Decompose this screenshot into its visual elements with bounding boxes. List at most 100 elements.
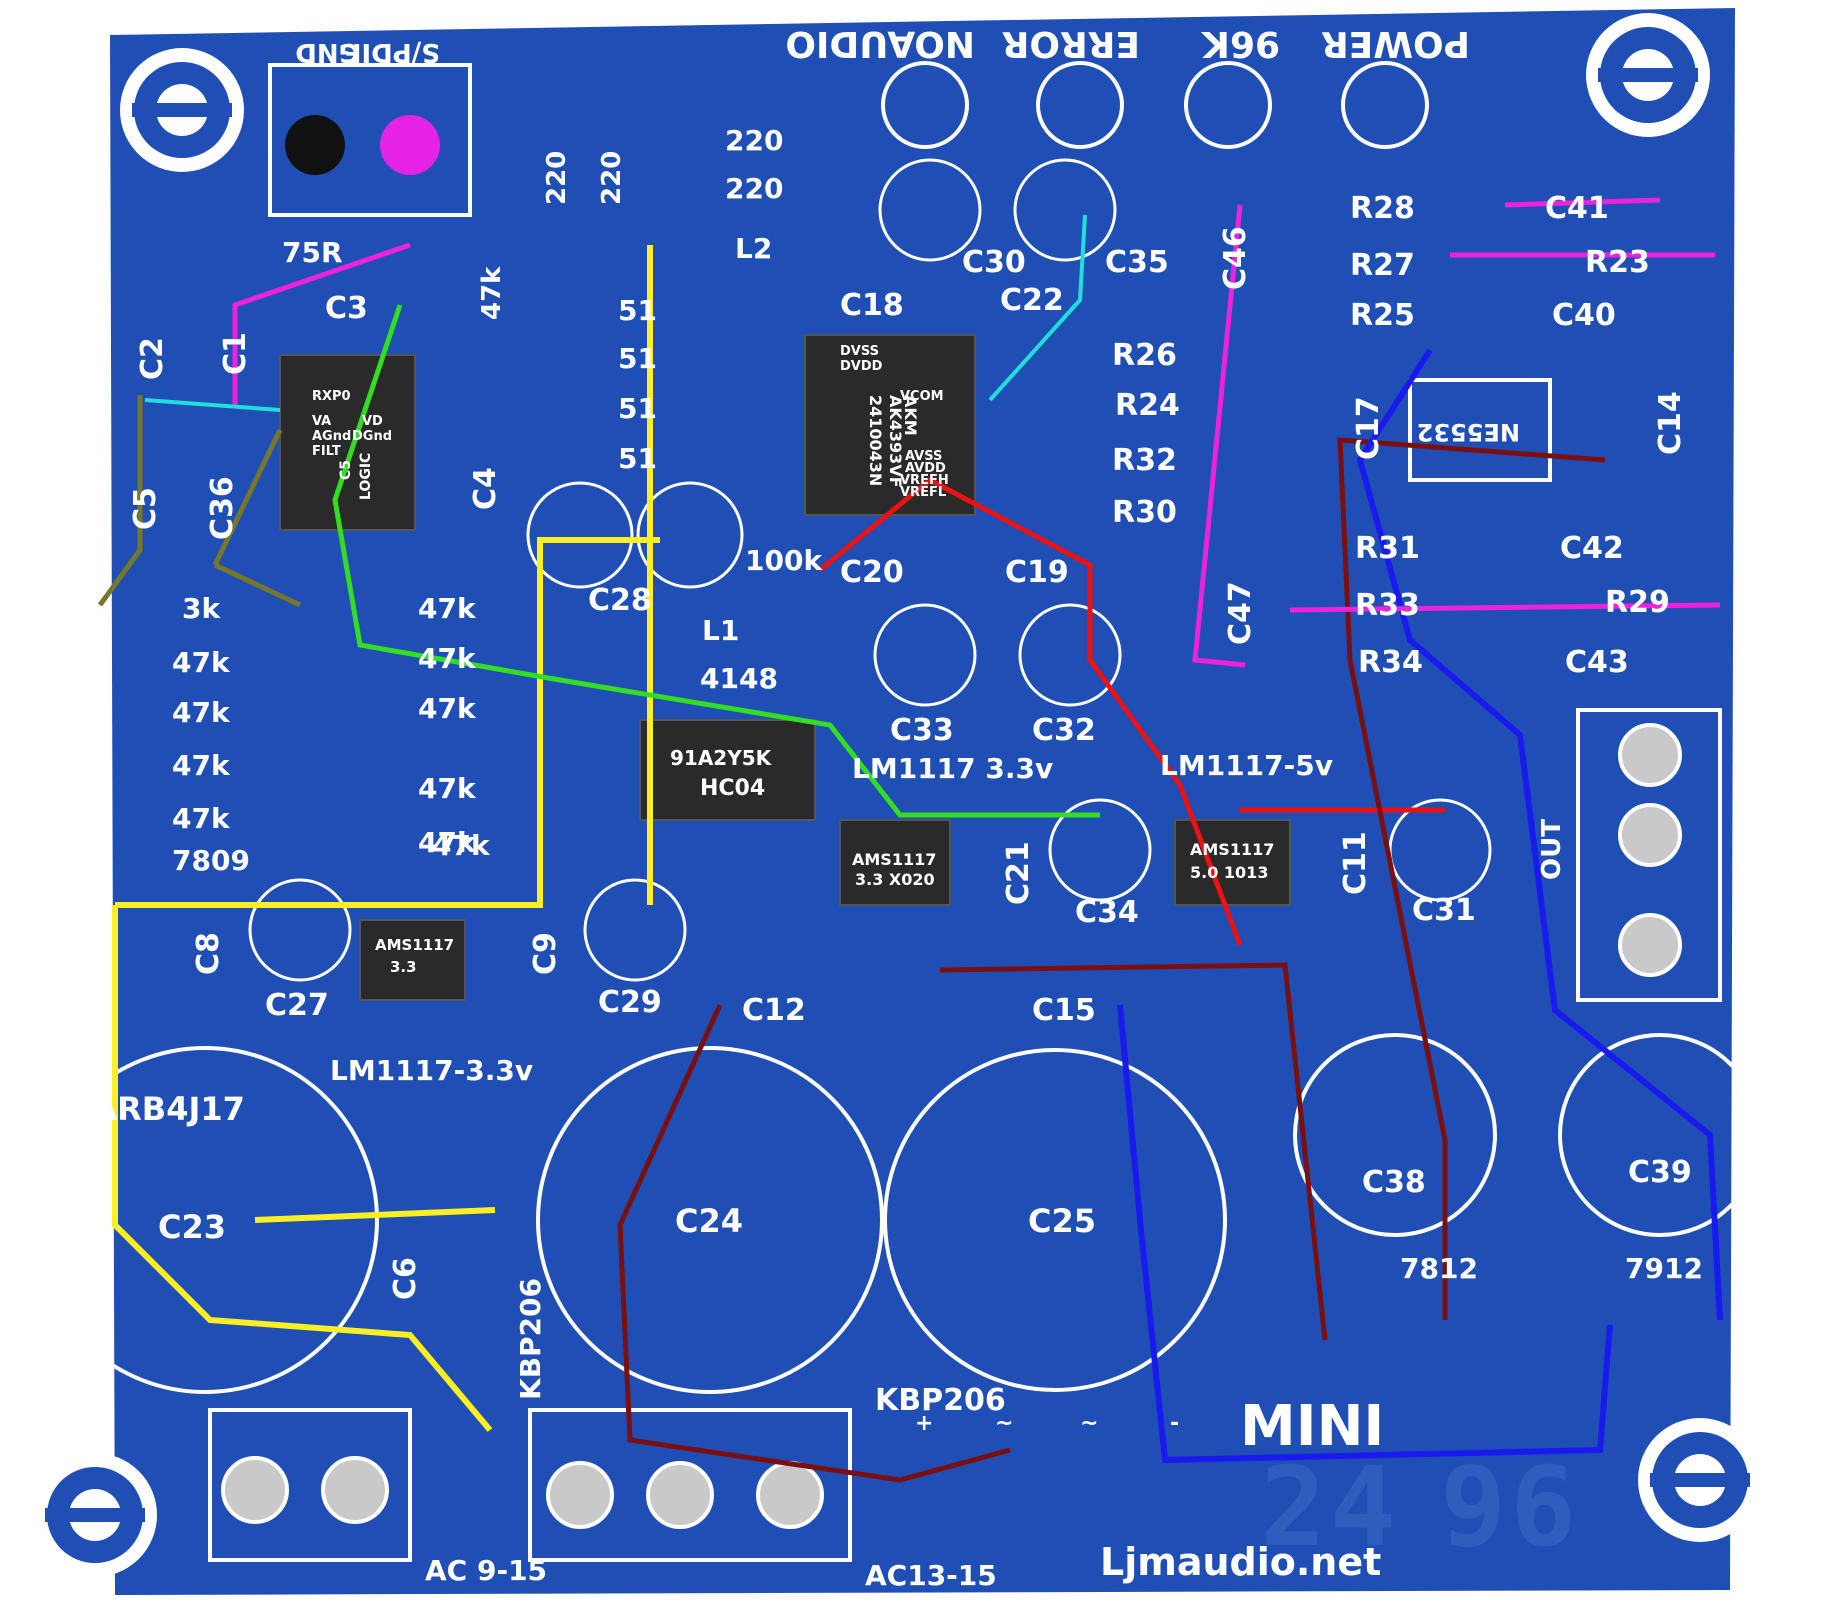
- error-label: ERROR: [1002, 23, 1140, 64]
- value-51-a: 51: [618, 294, 657, 327]
- res-label-r25: R25: [1350, 298, 1415, 333]
- cap-c38-outline: [1293, 1033, 1497, 1237]
- res-label-r27: R27: [1350, 248, 1415, 283]
- cap-label-c35: C35: [1105, 245, 1169, 280]
- cap-label-c18: C18: [840, 288, 904, 323]
- website-label: Ljmaudio.net: [1100, 1540, 1381, 1584]
- reg-title-7809: 7809: [172, 844, 250, 877]
- power-label: POWER: [1321, 23, 1470, 64]
- value-51-b: 51: [618, 342, 657, 375]
- power-in-ac-right: AC13-15: [865, 1559, 997, 1592]
- reg-3v3a-marking-2: 3.3 X020: [855, 870, 935, 889]
- noaudio-label: NOAUDIO: [785, 23, 975, 64]
- cap-label-c21: C21: [1001, 841, 1036, 905]
- res-label-r30: R30: [1112, 495, 1177, 530]
- reg-3v3a-marking: AMS1117: [852, 850, 936, 869]
- status-leds: [881, 61, 1429, 149]
- cap-label-c28: C28: [588, 583, 652, 618]
- cap-label-c6: C6: [388, 1257, 423, 1300]
- dac-pin-dvss: DVSS: [840, 344, 879, 359]
- rect-mark-plus: +: [915, 1411, 933, 1436]
- cap-label-c1: C1: [218, 332, 253, 375]
- mounting-hole-bl: [33, 1453, 157, 1577]
- dac-pin-vcom: VCOM: [900, 389, 944, 404]
- value-l2: L2: [735, 232, 772, 265]
- value-51-c: 51: [618, 392, 657, 425]
- rect-mark-minus: -: [1170, 1411, 1179, 1436]
- cap-label-c36: C36: [205, 476, 240, 540]
- res-label-r29: R29: [1605, 585, 1670, 620]
- reg-title-5v: LM1117-5v: [1160, 749, 1333, 782]
- regulator-5v: [1174, 819, 1291, 906]
- cap-label-c34: C34: [1075, 895, 1139, 930]
- model-digit-2: 2: [1260, 1443, 1326, 1571]
- reg-3v3b-marking-2: 3.3: [390, 958, 417, 976]
- cap-label-c27: C27: [265, 988, 329, 1023]
- cap-label-c33: C33: [890, 713, 954, 748]
- hc04-marking-lot: 91A2Y5K: [670, 746, 773, 770]
- pcb-substrate: [110, 8, 1735, 1595]
- ac-terminal-right: [528, 1408, 852, 1562]
- reg-title-7912: 7912: [1625, 1252, 1703, 1285]
- cap-label-c46: C46: [1218, 226, 1253, 290]
- value-47k-left-3: 47k: [172, 749, 231, 782]
- gnd-label: GND: [295, 37, 360, 67]
- cap-label-c41: C41: [1545, 191, 1609, 226]
- cap-label-c39: C39: [1628, 1155, 1692, 1190]
- reg-5v-marking-2: 5.0 1013: [1190, 863, 1268, 882]
- trace-magenta: [232, 197, 1721, 668]
- value-220-d: 220: [725, 172, 783, 205]
- model-digit-6: 6: [1510, 1443, 1576, 1571]
- trace-red: [818, 477, 1445, 946]
- value-47k-right-3: 47k: [418, 692, 477, 725]
- cap-label-c47: C47: [1223, 581, 1258, 645]
- output-r-label: R: [1737, 740, 1767, 760]
- receiver-pin-rxp0: RXP0: [312, 389, 351, 404]
- cap-label-c43: C43: [1565, 645, 1629, 680]
- dac-pin-vrefl: VREFL: [900, 485, 946, 500]
- silk-text-layer: S/PDIF GND NOAUDIO ERROR 96K POWER RXP0 …: [50, 23, 1777, 1592]
- value-220-b: 220: [597, 151, 627, 205]
- cap-label-c30: C30: [962, 245, 1026, 280]
- res-label-r34: R34: [1358, 645, 1423, 680]
- res-label-r24: R24: [1115, 388, 1180, 423]
- rect-mark-ac2: ~: [1080, 1411, 1098, 1436]
- value-51-d: 51: [618, 442, 657, 475]
- value-47k-right-4: 47k: [418, 772, 477, 805]
- model-digit-4: 4: [1330, 1443, 1396, 1571]
- cap-label-c11: C11: [1338, 831, 1373, 895]
- value-1u: 100k: [745, 544, 823, 577]
- ac-terminal-left: [208, 1408, 412, 1562]
- cap-label-c3: C3: [325, 291, 368, 326]
- res-label-r31: R31: [1355, 531, 1420, 566]
- value-47k-right-2: 47k: [418, 642, 477, 675]
- cap-c24-outline: [536, 1046, 884, 1394]
- opamp-marking: NE5532: [1417, 418, 1520, 446]
- rect-mark-ac1: ~: [995, 1411, 1013, 1436]
- value-47k-vertical: 47k: [477, 266, 507, 320]
- cap-label-c23: C23: [158, 1208, 226, 1246]
- model-text-mini: MINI: [1240, 1394, 1384, 1459]
- dac-pin-vrefh: VREFH: [900, 473, 949, 488]
- trace-cyan: [144, 214, 1087, 412]
- bridge-label-horizontal: KBP206: [875, 1383, 1006, 1418]
- res-label-r28: R28: [1350, 191, 1415, 226]
- cap-label-c29: C29: [598, 985, 662, 1020]
- mounting-hole-tl: [120, 48, 244, 172]
- dac-pin-avdd: AVDD: [905, 461, 946, 476]
- trace-blue: [1117, 348, 1723, 1464]
- cap-c39-outline: [1558, 1033, 1762, 1237]
- receiver-pin-vd: VD: [362, 414, 383, 429]
- value-220-a: 220: [542, 151, 572, 205]
- res-label-r23: R23: [1585, 245, 1650, 280]
- spdif-connector: [268, 63, 472, 217]
- res-label-r26: R26: [1112, 338, 1177, 373]
- dac-pin-avss: AVSS: [905, 449, 942, 464]
- receiver-pin-filt: FILT: [312, 444, 341, 459]
- cap-label-c25: C25: [1028, 1202, 1096, 1240]
- trace-green: [332, 304, 1100, 818]
- mounting-hole-br: [1638, 1418, 1762, 1542]
- k96-label: 96K: [1201, 23, 1280, 64]
- value-47k-right-1: 47k: [418, 592, 477, 625]
